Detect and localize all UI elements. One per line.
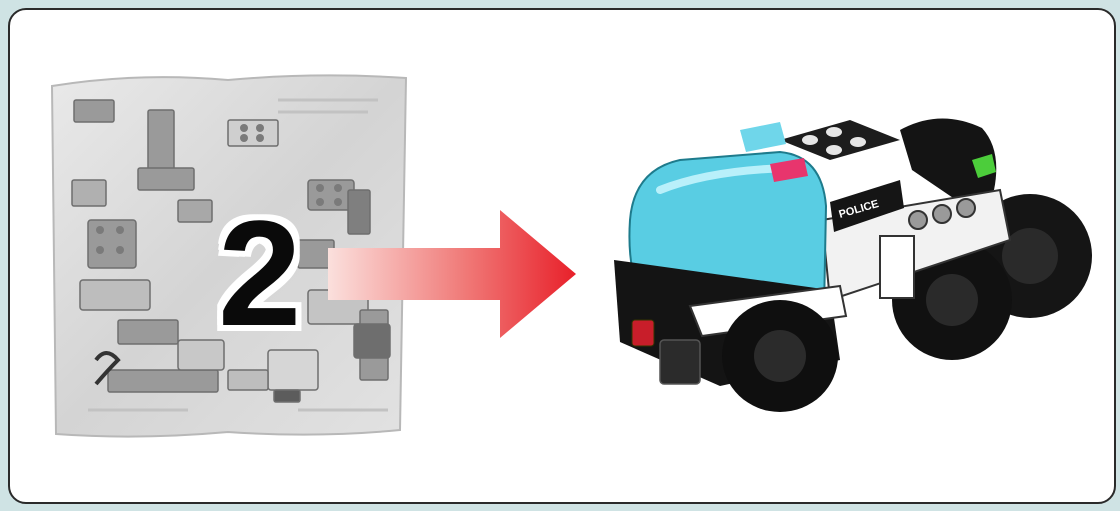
- instruction-step-panel: 2: [8, 8, 1116, 504]
- arrow-right-icon: [328, 210, 578, 338]
- wheel-icon: [722, 300, 838, 412]
- police-truck-model: POLICE: [590, 110, 1110, 430]
- police-truck-model-icon: POLICE: [590, 110, 1110, 430]
- bag-number: 2: [218, 198, 301, 348]
- arrow: [328, 210, 578, 338]
